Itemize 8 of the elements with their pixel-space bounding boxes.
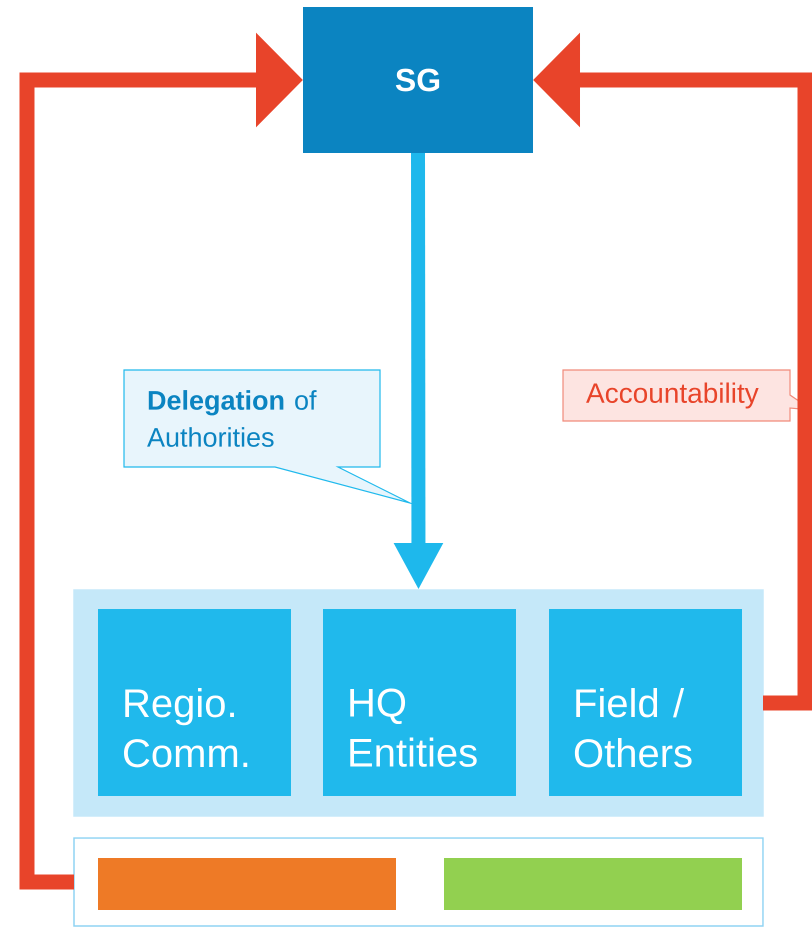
unit-box: HQ Entities	[323, 609, 516, 796]
unit-box: Field / Others	[549, 609, 742, 796]
callout: Accountability	[562, 369, 812, 422]
color-bar	[98, 858, 396, 910]
title-box: SG	[303, 7, 533, 153]
callout: Delegation of Authorities	[123, 369, 416, 506]
unit-box: Regio. Comm.	[98, 609, 291, 796]
color-bar	[444, 858, 742, 910]
